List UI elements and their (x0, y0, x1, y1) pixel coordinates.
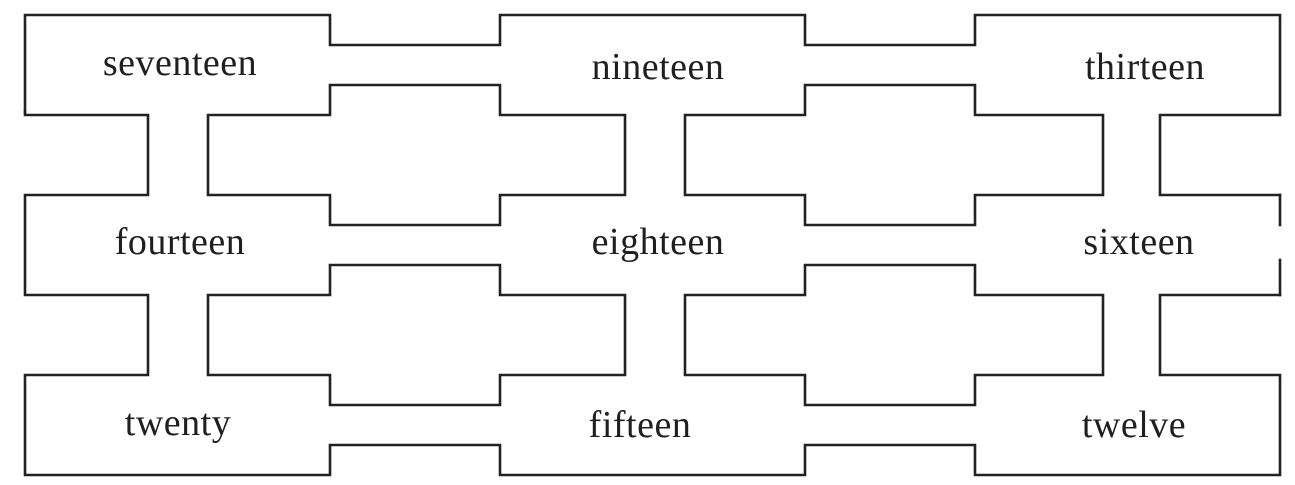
word-cell-r3-c1: twenty (125, 402, 231, 444)
word-cell-r1-c1: seventeen (103, 42, 257, 84)
word-cell-r1-c3: thirteen (1085, 46, 1205, 88)
inner-block-1a (206, 83, 627, 227)
word-cell-r2-c1: fourteen (115, 221, 246, 263)
inner-block-2a (206, 263, 627, 407)
word-cell-r2-c3: sixteen (1083, 221, 1194, 263)
word-cell-r3-c3: twelve (1082, 404, 1186, 446)
word-cell-r2-c2: eighteen (592, 221, 725, 263)
wall-left-top (23, 110, 1282, 477)
maze-walls (23, 13, 1282, 477)
inner-block-2b (683, 263, 1105, 407)
inner-block-1b (683, 83, 1105, 227)
word-cell-r3-c2: fifteen (589, 404, 692, 446)
maze-words: seventeen nineteen thirteen fourteen eig… (103, 42, 1205, 446)
wall-top (23, 13, 1282, 197)
word-cell-r1-c2: nineteen (592, 46, 725, 88)
